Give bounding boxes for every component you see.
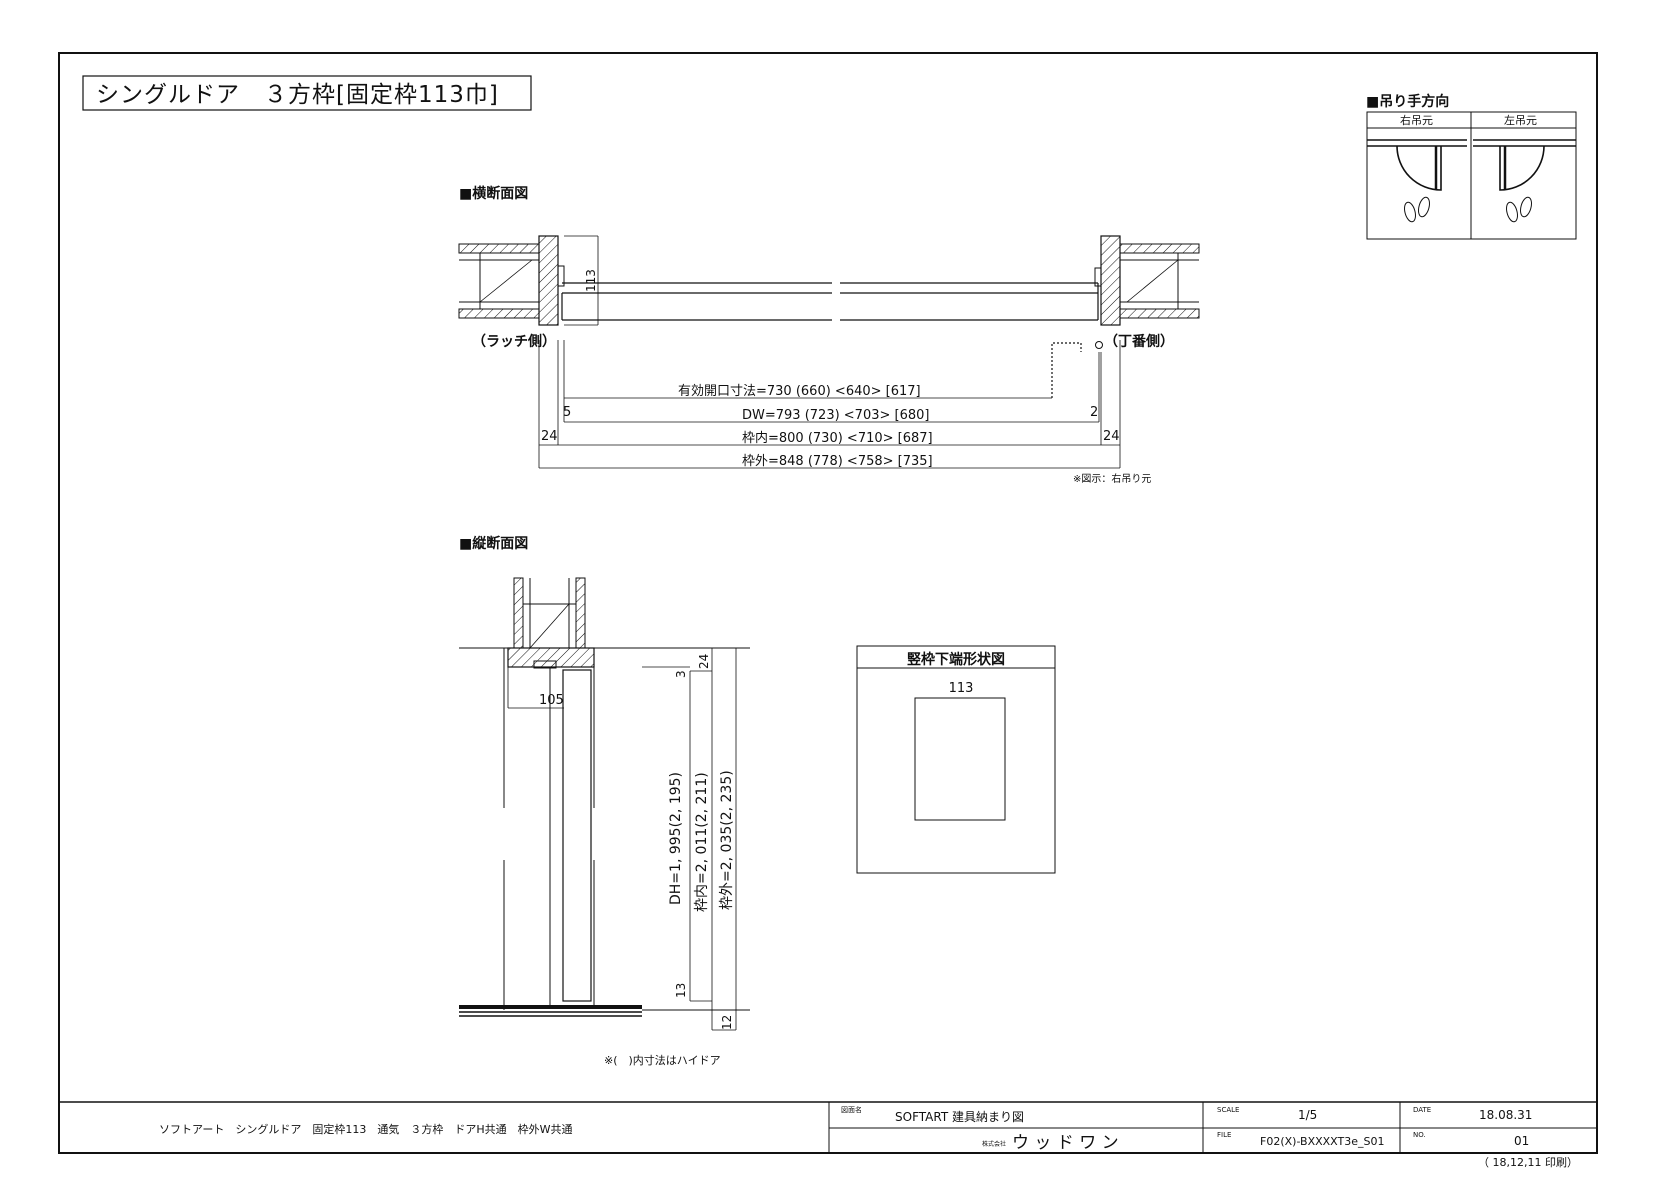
stile-profile	[914, 697, 1006, 821]
bottom-gap-dim: 13	[674, 983, 688, 998]
frame-inner-height-dim: 枠内=2, 011(2, 211)	[694, 772, 710, 912]
vertical-section: ■縦断面図 105	[459, 535, 750, 1067]
top-gap-dim: 3	[674, 670, 688, 678]
dw-dim: DW=793 (723) <703> [680]	[742, 408, 929, 423]
date-label: DATE	[1413, 1106, 1431, 1114]
swing-direction-legend: ■吊り手方向 右吊元 左吊元	[1366, 93, 1577, 240]
left-hung-label: 左吊元	[1504, 114, 1537, 127]
sheet-border	[58, 52, 1598, 1154]
right-hung-label: 右吊元	[1400, 113, 1433, 127]
floor-dim: 12	[720, 1015, 734, 1030]
hinge-icon	[1095, 341, 1103, 349]
date-value: 18.08.31	[1479, 1108, 1532, 1122]
print-date: （ 18,12,11 印刷）	[1478, 1156, 1578, 1169]
footprints-icon	[1404, 196, 1430, 223]
frame-outer-height-dim: 枠外=2, 035(2, 235)	[719, 770, 735, 910]
drawing-name: SOFTART 建具納まり図	[895, 1110, 1024, 1124]
top-frame-dim: 24	[697, 654, 711, 669]
file-value: F02(X)-BXXXXT3e_S01	[1260, 1135, 1384, 1148]
dh-dim: DH=1, 995(2, 195)	[668, 772, 684, 905]
frame-depth-dim: 113	[584, 269, 598, 292]
page-title: シングルドア ３方枠[固定枠113巾]	[96, 82, 499, 108]
left-swing-arc	[1499, 145, 1545, 191]
title-block: ソフトアート シングルドア 固定枠113 通気 ３方枠 ドアH共通 枠外W共通 …	[59, 1101, 1597, 1153]
horizontal-section-heading: ■横断面図	[459, 185, 528, 202]
stile-width-dim: 113	[949, 681, 974, 696]
frame-inner-width-dim: 枠内=800 (730) <710> [687]	[742, 430, 933, 446]
title-box	[82, 75, 532, 111]
left-jamb	[538, 235, 559, 326]
effective-opening-dim: 有効開口寸法=730 (660) <640> [617]	[678, 384, 921, 399]
no-value: 01	[1514, 1134, 1529, 1148]
head-jamb	[507, 647, 595, 668]
scale-label: SCALE	[1217, 1106, 1239, 1114]
drawing-description: ソフトアート シングルドア 固定枠113 通気 ３方枠 ドアH共通 枠外W共通	[159, 1122, 572, 1136]
stile-bottom-title: 竪枠下端形状図	[907, 651, 1005, 668]
right-jamb	[1100, 235, 1121, 326]
right-swing-arc	[1396, 145, 1442, 191]
company-prefix: 株式会社	[982, 1140, 1006, 1148]
horizontal-note: ※図示：右吊り元	[1073, 472, 1151, 485]
file-label: FILE	[1217, 1131, 1231, 1139]
hinge-side-label: （丁番側）	[1104, 333, 1174, 350]
footprints-icon	[1506, 196, 1532, 223]
door-leaf	[562, 669, 592, 1002]
vertical-section-heading: ■縦断面図	[459, 535, 528, 552]
gap-left-dim: 5	[563, 405, 571, 420]
drawing-name-label: 図面名	[841, 1105, 862, 1114]
company-name: ウ ッ ド ワ ン	[1012, 1133, 1119, 1153]
head-depth-dim: 105	[539, 693, 564, 708]
scale-value: 1/5	[1298, 1108, 1317, 1122]
stile-bottom-detail: 竪枠下端形状図 113	[856, 645, 1056, 874]
horizontal-section: ■横断面図 113 （ラッチ側）	[458, 185, 1200, 485]
latch-side-label: （ラッチ側）	[472, 333, 556, 350]
gap-right-dim: 2	[1090, 405, 1098, 420]
frame-right-dim: 24	[1103, 429, 1120, 444]
vertical-note: ※( )内寸法はハイドア	[604, 1053, 721, 1067]
frame-left-dim: 24	[541, 429, 558, 444]
no-label: NO.	[1413, 1131, 1426, 1139]
swing-direction-heading: ■吊り手方向	[1366, 93, 1449, 110]
frame-outer-width-dim: 枠外=848 (778) <758> [735]	[742, 454, 933, 469]
